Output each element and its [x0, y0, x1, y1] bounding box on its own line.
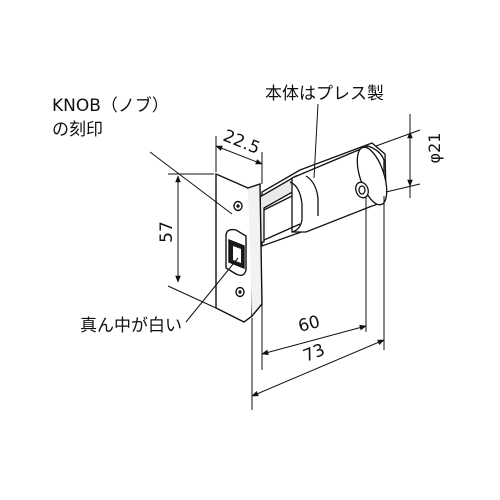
dim-faceplate-offset: 22.5 — [220, 126, 263, 159]
dim-faceplate-height: 57 — [157, 221, 177, 243]
dim-body-diameter: φ21 — [425, 133, 444, 164]
knob-stamp-label-line2: の刻印 — [52, 120, 103, 140]
dimension-lines — [149, 103, 421, 410]
latch-body — [257, 142, 388, 247]
knob-stamp-label: KNOB（ノブ） — [52, 96, 169, 116]
press-body-label: 本体はプレス製 — [265, 84, 384, 104]
dim-overall-length: 73 — [300, 340, 328, 367]
white-center-label: 真ん中が白い — [80, 316, 182, 336]
faceplate — [215, 172, 263, 323]
dim-backset: 60 — [296, 312, 322, 337]
